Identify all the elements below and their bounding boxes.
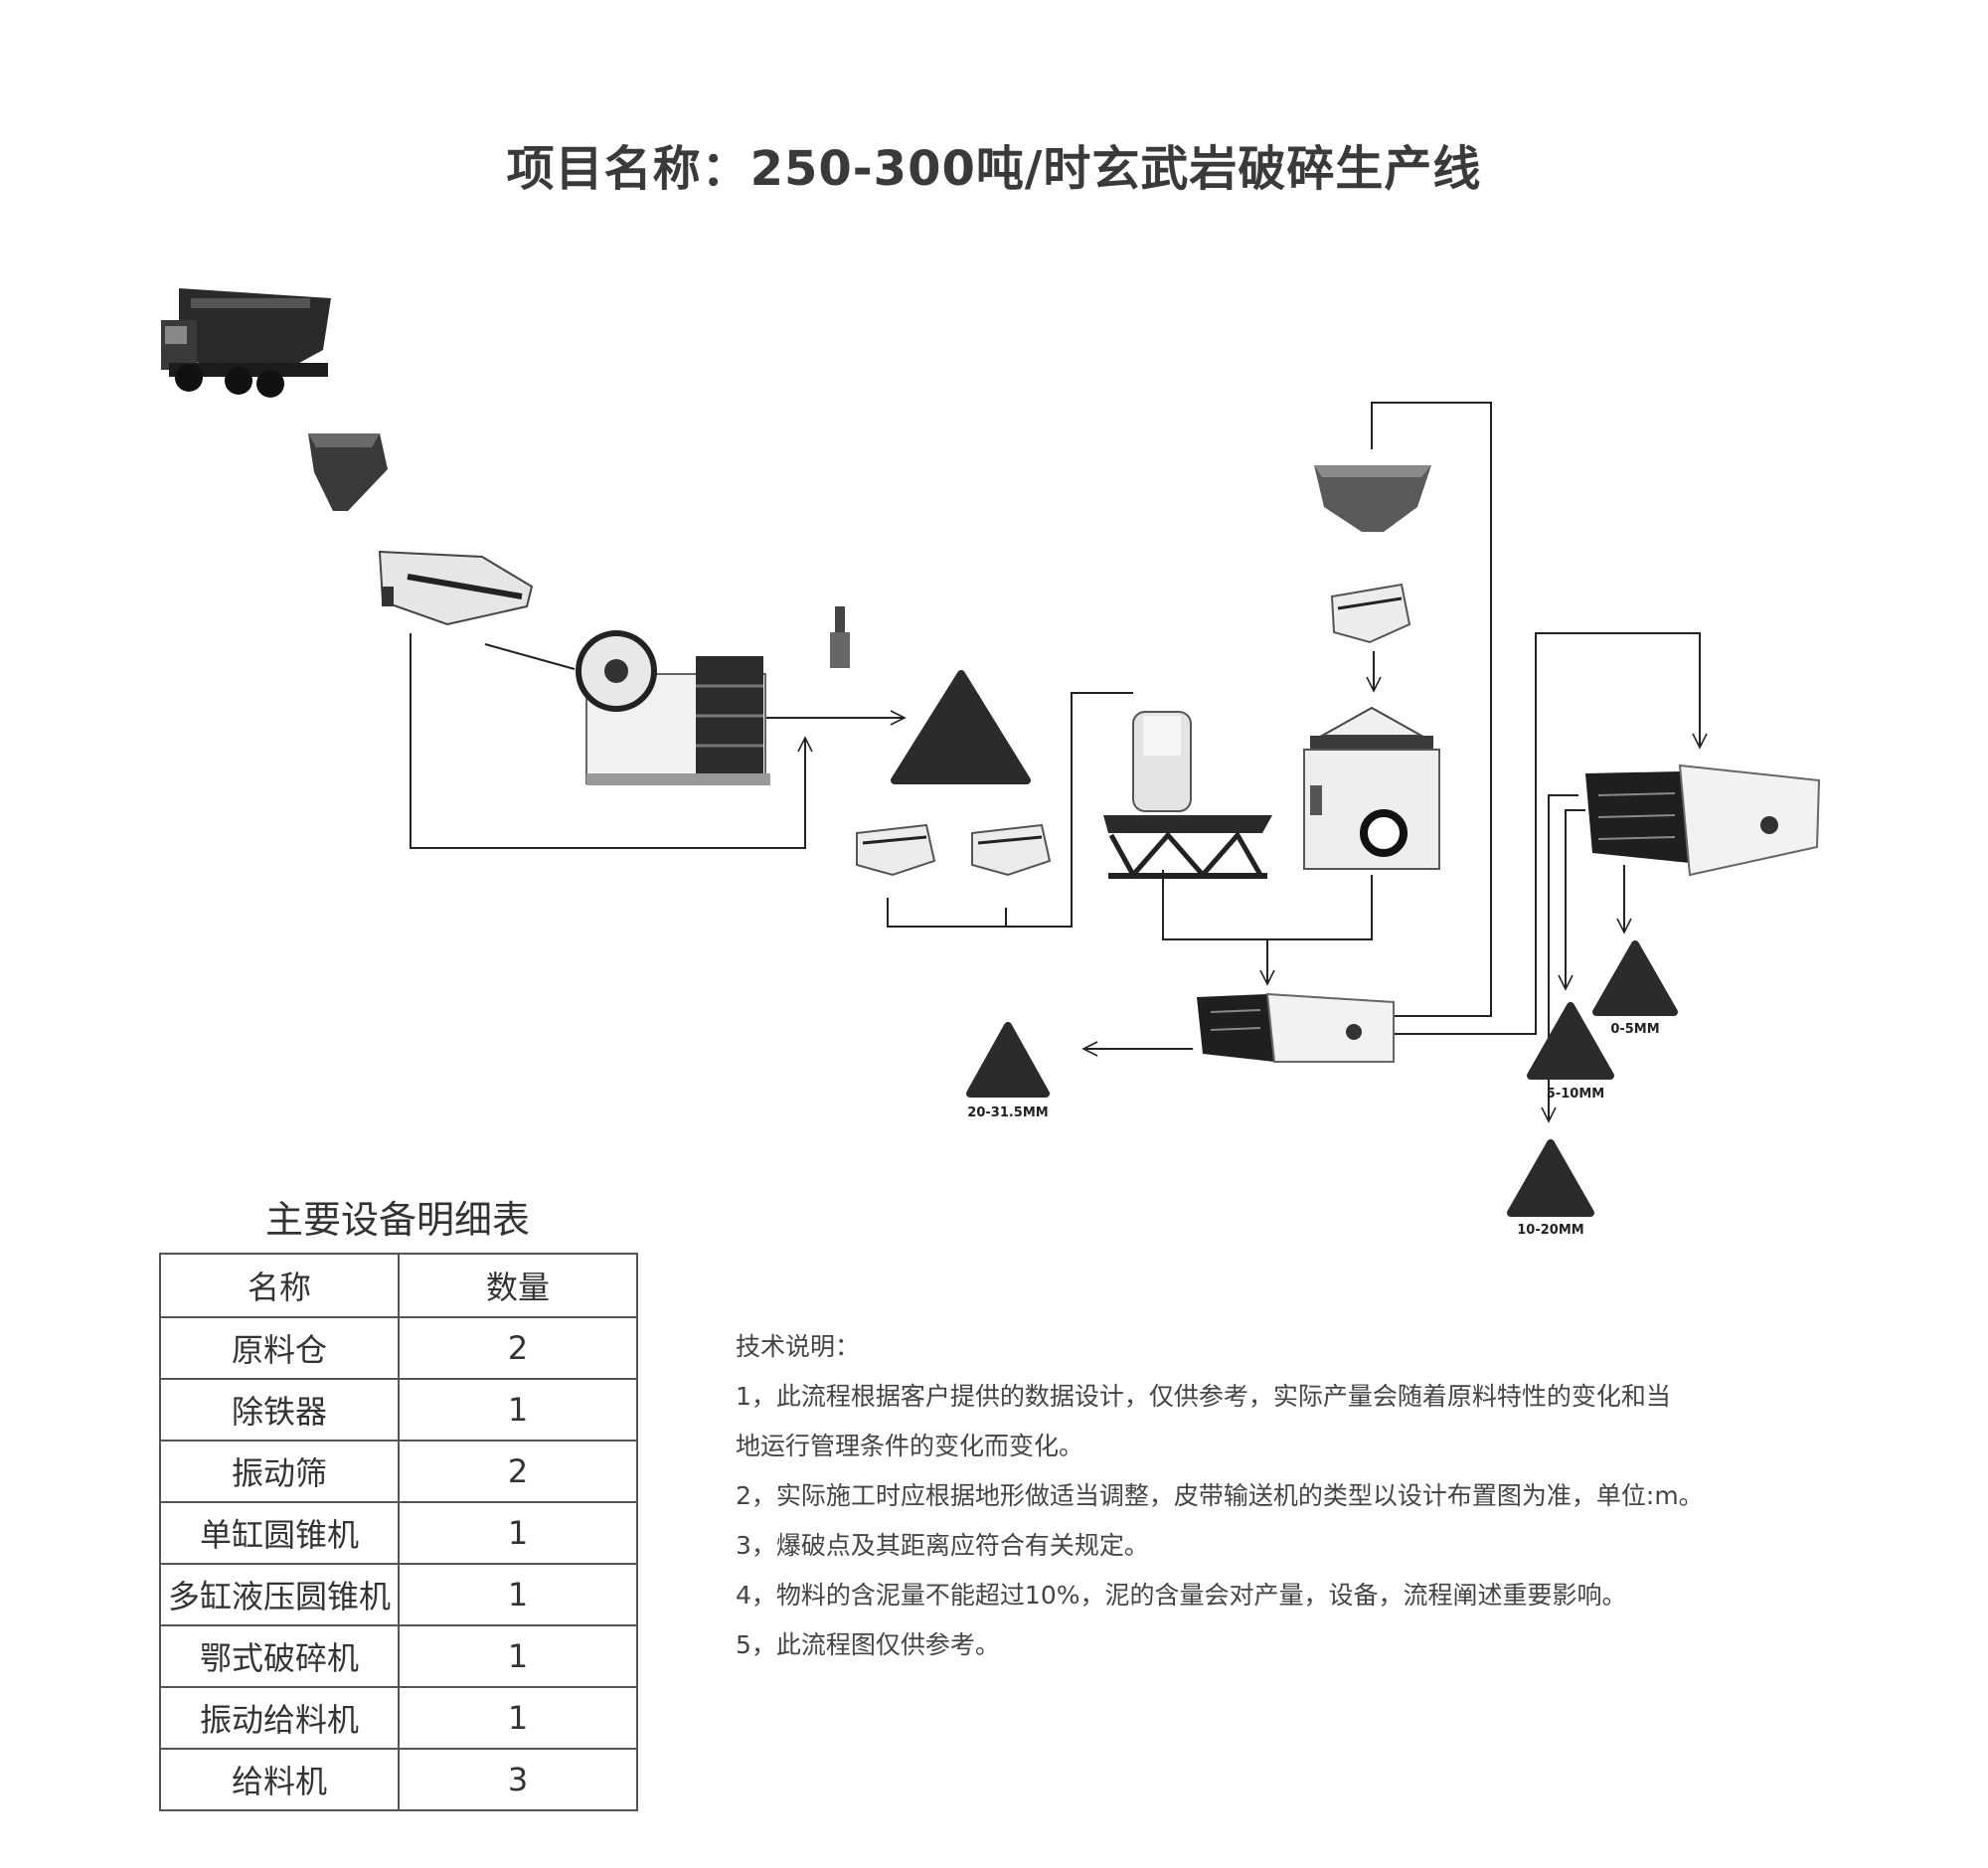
vibrating-screen-icon: [1197, 992, 1395, 1063]
equipment-name: 振动筛: [159, 1440, 400, 1503]
multi-cylinder-hydraulic-cone-crusher-icon: [1303, 706, 1440, 870]
flow-line: [484, 643, 576, 670]
product-pile-20-31: 20-31.5MM: [966, 1022, 1050, 1120]
flow-line: [1558, 809, 1585, 991]
flow-line: [1548, 794, 1578, 1072]
flow-lines: [410, 402, 1708, 1123]
feeder-icon: [971, 823, 1052, 877]
equipment-qty: 1: [398, 1624, 638, 1688]
product-pile-10-20: 10-20MM: [1507, 1139, 1594, 1238]
equipment-name: 给料机: [159, 1748, 400, 1811]
equipment-qty: 1: [398, 1686, 638, 1750]
equipment-qty: 3: [398, 1748, 638, 1811]
vibrating-feeder-icon: [1330, 583, 1411, 644]
raw-material-bin-icon: [1314, 465, 1431, 532]
technical-note-line: 4，物料的含泥量不能超过10%，泥的含量会对产量，设备，流程阐述重要影响。: [736, 1581, 1627, 1610]
jaw-crusher-icon: [576, 630, 770, 785]
flow-line: [887, 692, 1133, 928]
product-label: 0-5MM: [1610, 1022, 1659, 1037]
product-pile-0-5: 0-5MM: [1592, 940, 1678, 1037]
vibrating-feeder-icon: [378, 550, 534, 626]
equipment-name: 振动给料机: [159, 1686, 400, 1750]
stockpile-icon: [891, 670, 1031, 784]
equipment-name: 除铁器: [159, 1378, 400, 1442]
flow-line: [1392, 632, 1708, 1035]
technical-note-line: 2，实际施工时应根据地形做适当调整，皮带输送机的类型以设计布置图为准，单位:m。: [736, 1481, 1704, 1510]
product-label: 10-20MM: [1517, 1223, 1583, 1238]
page-title: 项目名称：250-300吨/时玄武岩破碎生产线: [506, 141, 1482, 197]
equipment-name: 多缸液压圆锥机: [159, 1563, 400, 1626]
equipment-qty: 1: [398, 1378, 638, 1442]
equipment-qty: 1: [398, 1501, 638, 1565]
table-header-row: 名称 数量: [159, 1253, 638, 1318]
feeder-icon: [856, 823, 936, 877]
technical-notes: 技术说明： 1，此流程根据客户提供的数据设计，仅供参考，实际产量会随着原料特性的…: [736, 1322, 1928, 1670]
dump-truck-icon: [161, 288, 331, 398]
product-pile-5-10: 5-10MM: [1527, 1002, 1614, 1102]
raw-material-bin-icon: [308, 433, 388, 511]
technical-notes-heading: 技术说明：: [736, 1332, 861, 1361]
technical-note-line: 1，此流程根据客户提供的数据设计，仅供参考，实际产量会随着原料特性的变化和当: [736, 1382, 1671, 1411]
technical-note-line: 3，爆破点及其距离应符合有关规定。: [736, 1531, 1149, 1560]
equipment-qty: 2: [398, 1316, 638, 1380]
equipment-qty: 1: [398, 1563, 638, 1626]
flow-line: [410, 633, 813, 849]
flow-line: [1162, 870, 1373, 940]
technical-note-line: 地运行管理条件的变化而变化。: [736, 1432, 1084, 1460]
iron-remover-icon: [830, 606, 850, 668]
equipment-qty: 2: [398, 1440, 638, 1503]
product-label: 5-10MM: [1547, 1087, 1604, 1102]
equipment-name: 鄂式破碎机: [159, 1624, 400, 1688]
flow-line: [1371, 402, 1492, 1017]
equipment-name: 原料仓: [159, 1316, 400, 1380]
product-label: 20-31.5MM: [967, 1105, 1048, 1120]
technical-note-line: 5，此流程图仅供参考。: [736, 1630, 1000, 1659]
column-header-name: 名称: [159, 1253, 400, 1318]
single-cylinder-cone-crusher-icon: [1103, 711, 1272, 880]
equipment-name: 单缸圆锥机: [159, 1501, 400, 1565]
equipment-table-title: 主要设备明细表: [264, 1198, 530, 1242]
vibrating-screen-icon: [1585, 764, 1821, 877]
column-header-quantity: 数量: [398, 1253, 638, 1318]
process-flow-diagram: 20-31.5MM 0-5MM 5-10MM 10-20MM: [161, 288, 1821, 1238]
